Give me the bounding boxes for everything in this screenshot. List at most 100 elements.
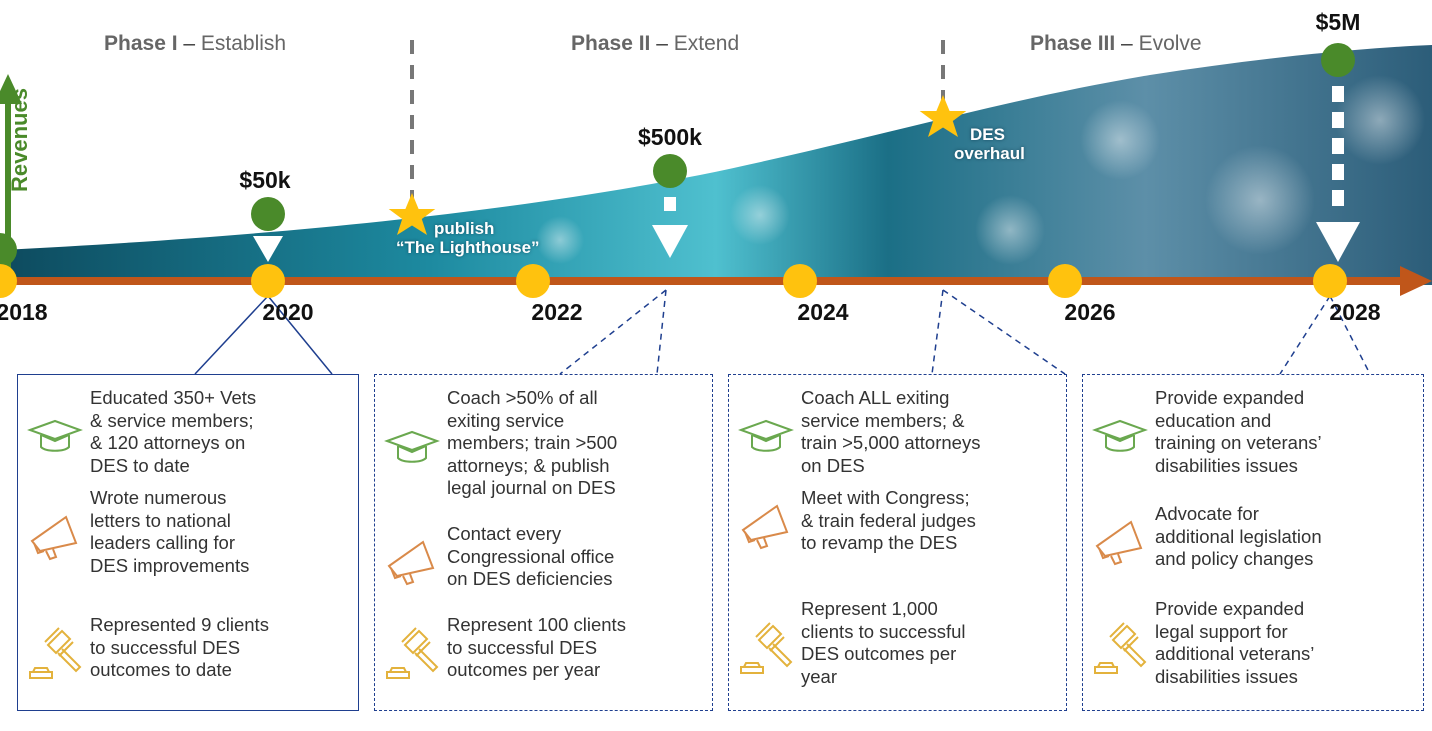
star-icon [388,193,436,235]
goal-text-line: DES improvements [90,554,250,576]
megaphone-icon [1091,512,1149,570]
gavel-icon [383,623,441,681]
star-icon [919,95,967,137]
goal-text-line: exiting service [447,409,565,431]
box-connector [559,289,667,375]
graduation-cap-icon [383,418,441,476]
goal-box: Educated 350+ Vets& service members;& 12… [17,374,359,711]
goal-text-line: year [801,665,837,687]
goal-text-line: DES outcomes per [801,643,957,664]
goal-text-line: Educated 350+ Vets [90,387,257,408]
goal-text-line: Represent 1,000 [801,598,938,619]
goal-text-line: to revamp the DES [801,532,958,553]
goal-text: Educated 350+ Vets& service members;& 12… [90,387,256,477]
gavel-icon [26,623,84,681]
goal-text: Meet with Congress;& train federal judge… [801,487,976,555]
goal-text-line: and policy changes [1155,548,1314,569]
revenue-label: $500k [638,124,702,150]
year-dot [1048,264,1082,298]
goal-text-line: & service members; [90,409,254,431]
megaphone-icon [737,496,795,554]
year-dot [251,264,285,298]
goal-text-line: Provide expanded [1155,387,1305,408]
revenue-marker-5m [1316,43,1360,262]
year-dot [0,264,17,298]
graduation-cap-icon [26,407,84,465]
goal-text-line: service members; & [801,409,965,431]
year-label: 2024 [797,299,849,325]
goal-text-line: Coach ALL exiting [801,387,950,408]
goal-text-line: education and [1155,409,1272,431]
revenue-axis-arrowhead [0,74,22,104]
revenue-marker-50k [251,197,285,262]
goal-text-line: Represented 9 clients [90,614,269,635]
box-connector [194,295,333,375]
year-dot [516,264,550,298]
milestone-line: overhaul [954,144,1025,163]
goal-text-line: on DES deficiencies [447,568,613,589]
year-label: 2026 [1064,299,1116,325]
goal-text-line: additional legislation [1155,525,1322,547]
goal-text-line: legal support for [1155,620,1288,642]
goal-text-line: train >5,000 attorneys [801,432,981,453]
goal-text-line: Represent 100 clients [447,614,626,635]
goal-text-line: outcomes per year [447,659,601,680]
box-connector [1279,295,1371,375]
gavel-icon [1091,618,1149,676]
goal-text-line: disabilities issues [1155,454,1298,476]
revenue-label: $50k [239,167,291,193]
milestone-label: DES overhaul [954,125,1025,163]
goal-text-line: leaders calling for [90,532,235,553]
goal-text-line: additional veterans’ [1155,643,1315,664]
goal-text-line: Advocate for [1155,503,1259,524]
year-label: 2028 [1329,299,1381,325]
milestone-label: publish “The Lighthouse” [396,219,540,257]
year-label: 2022 [531,299,583,325]
revenue-axis-label: Revenues [7,88,32,192]
goal-text-line: training on veterans’ [1155,432,1322,453]
goal-text-line: Wrote numerous [90,487,227,508]
graduation-cap-icon [1091,407,1149,465]
megaphone-icon [26,507,84,565]
year-label: 2018 [0,299,48,325]
year-dot [783,264,817,298]
water-sparkles [536,75,1425,265]
goal-text-line: members; train >500 [447,432,618,453]
gavel-icon [737,618,795,676]
goal-text-line: Provide expanded [1155,598,1305,619]
goal-text-line: Congressional office [447,545,615,567]
revenue-marker-500k [652,154,688,258]
goal-text-line: Meet with Congress; [801,487,970,508]
phase-title: Phase II – Extend [571,32,740,55]
goal-text-line: DES to date [90,454,190,476]
goal-text-line: Contact every [447,523,562,544]
year-label: 2020 [262,299,314,325]
revenue-label: $5M [1315,9,1361,35]
revenue-marker-2018 [0,233,17,267]
goal-text-line: letters to national [90,509,231,531]
megaphone-icon [383,532,441,590]
milestone-line: “The Lighthouse” [396,238,540,257]
goal-text-line: outcomes to date [90,659,232,680]
water-band [0,45,1432,285]
goal-text-line: clients to successful [801,620,966,642]
goal-text-line: legal journal on DES [447,477,616,498]
goal-text-line: disabilities issues [1155,665,1298,687]
goal-text-line: & 120 attorneys on [90,432,246,453]
goal-text-line: on DES [801,454,865,476]
milestone-line: publish [434,219,495,238]
box-connector [931,289,1066,375]
goal-text-line: & train federal judges [801,509,976,531]
graduation-cap-icon [737,407,795,465]
goal-text-line: Coach >50% of all [447,387,598,408]
